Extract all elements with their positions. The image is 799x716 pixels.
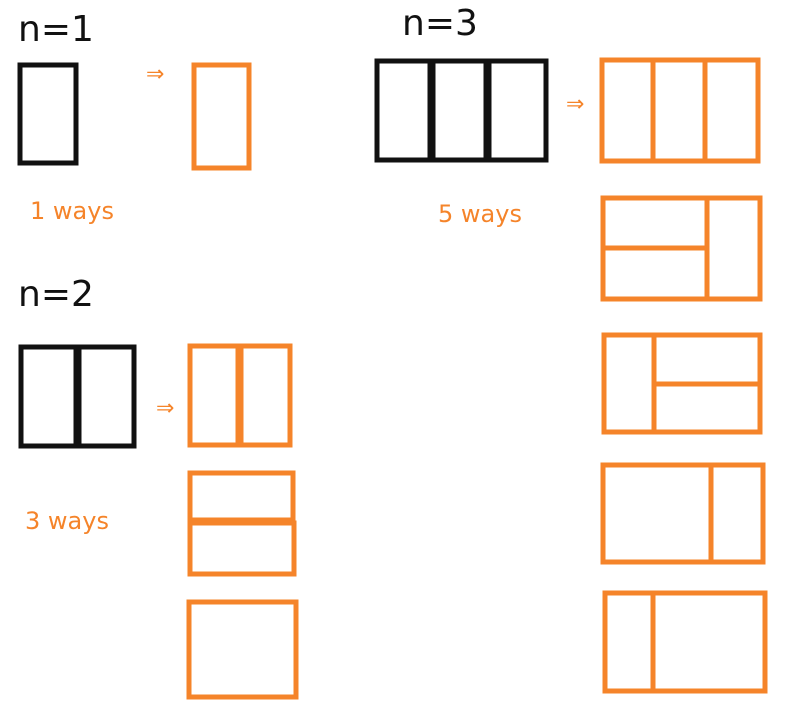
n1-tiling-1-outer (191, 62, 252, 171)
n2-tiling-2-top (187, 470, 296, 523)
n2-tiling-1-right (238, 343, 293, 448)
n3-source-cell-3 (486, 58, 549, 163)
n2-source-cell-2 (76, 344, 137, 449)
n2-tiling-3-outer (186, 599, 299, 700)
label-n3: n=3 (402, 3, 478, 44)
n2-tiling-2 (187, 470, 297, 577)
n2-tiling-1-left (187, 343, 241, 448)
arrow-n3-icon: ⇒ (566, 92, 585, 117)
count-n2: 3 ways (25, 507, 109, 535)
n1-source-board (17, 62, 79, 166)
n2-tiling-3 (186, 599, 299, 700)
n3-tiling-5-outer (602, 590, 768, 694)
n3-tiling-3 (601, 332, 763, 435)
n3-tiling-5 (602, 590, 768, 694)
n3-source-board (374, 58, 549, 163)
n3-tiling-4 (600, 462, 766, 565)
count-n3: 5 ways (438, 200, 522, 228)
n2-tiling-1 (187, 343, 293, 448)
n3-tiling-4-outer (600, 462, 766, 565)
label-n1: n=1 (18, 9, 94, 50)
label-n2: n=2 (18, 274, 94, 315)
n1-tiling-1 (191, 62, 252, 171)
n3-tiling-1-outer (599, 57, 761, 164)
n1-source-cell (17, 62, 79, 166)
n3-source-cell-2 (430, 58, 489, 163)
n3-tiling-2 (600, 195, 763, 302)
count-n1: 1 ways (30, 197, 114, 225)
n2-source-cell-1 (18, 344, 79, 449)
arrow-n2-icon: ⇒ (156, 396, 175, 421)
n3-source-cell-1 (374, 58, 433, 163)
n2-tiling-2-bottom (187, 520, 297, 577)
n2-source-board (18, 344, 137, 449)
n3-tiling-1 (599, 57, 761, 164)
arrow-n1-icon: ⇒ (146, 62, 165, 87)
